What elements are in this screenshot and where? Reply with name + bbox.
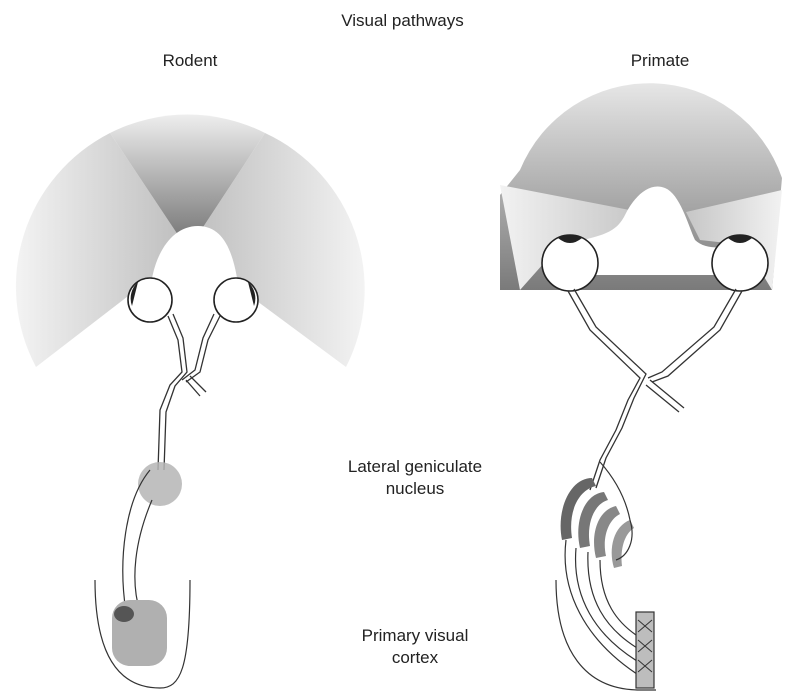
rodent-optic-tract: [158, 314, 220, 470]
primate-radiation: [565, 540, 644, 676]
primate-v1: [636, 612, 654, 688]
primate-optic-tract: [568, 289, 742, 490]
primate-lgn: [561, 462, 634, 568]
rodent-v1-target: [114, 606, 134, 622]
rodent-lgn: [138, 462, 182, 506]
